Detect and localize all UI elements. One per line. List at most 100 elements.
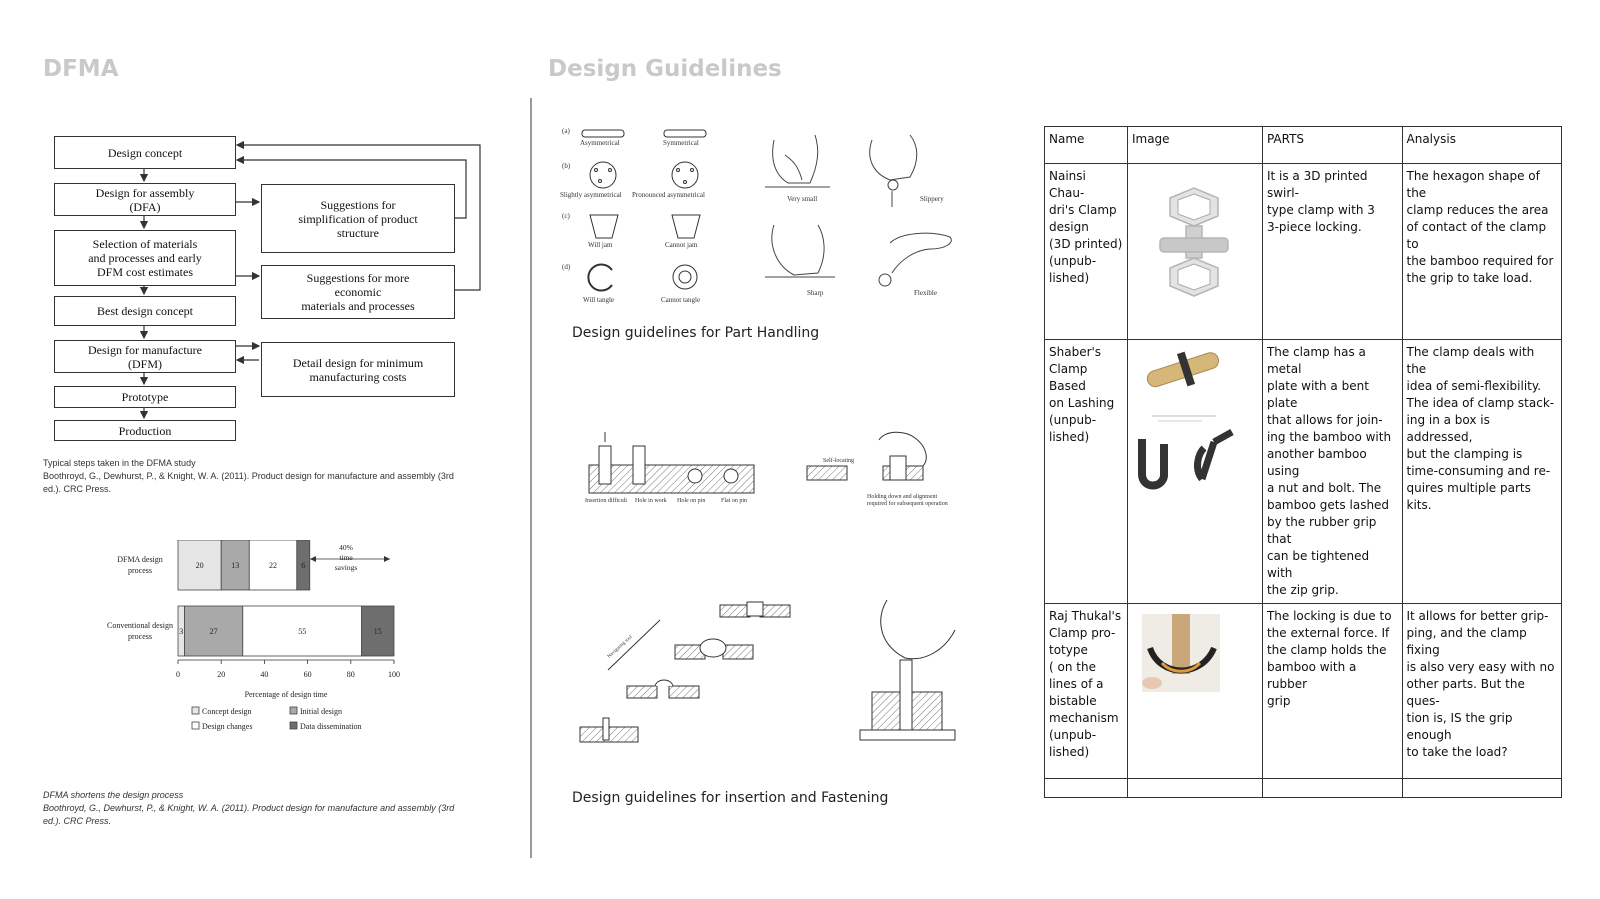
label-pronounced: Pronounced asymmetrical: [632, 191, 705, 199]
insertion-illustration: Insertion difficult Hole in work Hole on…: [585, 431, 948, 507]
bistable-clamp-image: [1141, 614, 1220, 692]
table-header-row: Name Image PARTS Analysis: [1044, 126, 1562, 164]
empty-cell: [1261, 778, 1403, 798]
flowchart-connectors: [139, 140, 481, 420]
table-row: Shaber's Clamp Based on Lashing (unpub- …: [1044, 339, 1562, 604]
legend-label: Concept design: [202, 707, 252, 716]
row2-name: Shaber's Clamp Based on Lashing (unpub- …: [1044, 339, 1128, 604]
x-tick-label: 40: [260, 670, 268, 679]
row3-name: Raj Thukal's Clamp pro- totype ( on the …: [1044, 603, 1128, 779]
x-tick-label: 20: [217, 670, 225, 679]
caption-part-handling: Design guidelines for Part Handling: [572, 325, 820, 341]
label-flexible: Flexible: [914, 289, 937, 297]
row1-analysis: The hexagon shape of the clamp reduces t…: [1401, 163, 1562, 340]
label-hole-in-work: Hole in work: [635, 498, 667, 504]
fastening-illustration: Navigating tool: [579, 600, 956, 743]
row3-image: [1126, 603, 1263, 779]
bar-segment: [361, 605, 395, 657]
legend-swatch: [191, 706, 200, 715]
clamp-comparison-table: Name Image PARTS Analysis Nainsi Chau- d…: [1044, 126, 1562, 798]
label-flat-on-pin: Flat on pin: [721, 498, 747, 504]
label-a: (a): [562, 127, 570, 135]
x-axis-label: Percentage of design time: [245, 690, 328, 699]
label-hole-on-pin: Hole on pin: [677, 498, 705, 504]
label-cannot-tangle: Cannot tangle: [661, 296, 700, 304]
row1-parts: It is a 3D printed swirl- type clamp wit…: [1261, 163, 1403, 340]
label-asymmetrical: Asymmetrical: [580, 139, 620, 147]
bar-segment: [184, 605, 244, 657]
label-navigating-tool: Navigating tool: [607, 634, 634, 659]
row2-parts: The clamp has a metal plate with a bent …: [1261, 339, 1403, 604]
table-row: Nainsi Chau- dri's Clamp design (3D prin…: [1044, 163, 1562, 340]
label-will-jam: Will jam: [588, 241, 613, 249]
label-very-small: Very small: [787, 195, 817, 203]
chart-caption-title: DFMA shortens the design process: [43, 790, 184, 800]
bar-segment: [242, 605, 363, 657]
box-suggest-materials: Suggestions for more economic materials …: [261, 265, 455, 319]
x-tick-label: 100: [388, 670, 400, 679]
legend-label: Initial design: [300, 707, 342, 716]
row2-image: [1126, 339, 1263, 604]
bar-value-label: 22: [269, 561, 277, 570]
column-divider: [530, 98, 532, 858]
bar-segment: [296, 539, 311, 591]
design-guidelines-heading: Design Guidelines: [548, 56, 782, 82]
empty-cell: [1044, 778, 1128, 798]
row1-name: Nainsi Chau- dri's Clamp design (3D prin…: [1044, 163, 1128, 340]
row3-analysis: It allows for better grip- ping, and the…: [1401, 603, 1562, 779]
legend-swatch: [191, 721, 200, 730]
table-row-empty: [1044, 778, 1562, 798]
arrow-head-right: [384, 556, 390, 562]
header-image: Image: [1126, 126, 1263, 164]
row1-image: [1126, 163, 1263, 340]
row2-analysis: The clamp deals with the idea of semi-fl…: [1401, 339, 1562, 604]
hexagon-clamp-image: [1159, 187, 1229, 297]
label-sharp: Sharp: [807, 289, 824, 297]
flowchart-caption-title: Typical steps taken in the DFMA study: [43, 458, 196, 468]
arrow-head-left: [310, 556, 316, 562]
label-insertion-difficult: Insertion difficult: [585, 497, 627, 504]
dfma-heading: DFMA: [43, 56, 119, 82]
label-cannot-jam: Cannot jam: [665, 241, 698, 249]
header-name: Name: [1044, 126, 1128, 164]
row3-parts: The locking is due to the external force…: [1261, 603, 1403, 779]
bar-segment: [248, 539, 298, 591]
bar-value-label: 27: [210, 627, 218, 636]
box-suggest-simplification: Suggestions for simplification of produc…: [261, 184, 455, 253]
x-tick-label: 0: [176, 670, 180, 679]
lashing-clamp-image: [1137, 351, 1234, 490]
table-row: Raj Thukal's Clamp pro- totype ( on the …: [1044, 603, 1562, 779]
box-best-concept: Best design concept: [54, 296, 236, 326]
legend-label: Data dissemination: [300, 722, 362, 731]
bar-value-label: 55: [298, 627, 306, 636]
bar-value-label: 20: [196, 561, 204, 570]
chart-caption-ref: Boothroyd, G., Dewhurst, P., & Knight, W…: [43, 803, 455, 826]
empty-cell: [1401, 778, 1562, 798]
label-d: (d): [562, 263, 571, 271]
label-will-tangle: Will tangle: [583, 296, 614, 304]
label-symmetrical: Symmetrical: [663, 139, 699, 147]
legend-swatch: [289, 721, 298, 730]
legend-swatch: [289, 706, 298, 715]
box-dfm: Design for manufacture (DFM): [54, 340, 236, 373]
header-parts: PARTS: [1261, 126, 1403, 164]
box-dfa: Design for assembly (DFA): [54, 183, 236, 216]
label-b: (b): [562, 162, 571, 170]
box-materials: Selection of materials and processes and…: [54, 230, 236, 286]
header-analysis: Analysis: [1401, 126, 1562, 164]
label-slight: Slightly asymmetrical: [560, 191, 622, 199]
part-handling-illustration: (a) (b) (c) (d) Asymmetrical Symmetrical…: [560, 127, 952, 304]
box-prototype: Prototype: [54, 386, 236, 408]
box-production: Production: [54, 420, 236, 441]
caption-insertion-fastening: Design guidelines for insertion and Fast…: [572, 790, 889, 806]
bar-value-label: 13: [231, 561, 239, 570]
bar-value-label: 6: [301, 561, 305, 570]
flowchart-caption-ref: Boothroyd, G., Dewhurst, P., & Knight, W…: [43, 471, 454, 494]
x-tick-label: 60: [304, 670, 312, 679]
